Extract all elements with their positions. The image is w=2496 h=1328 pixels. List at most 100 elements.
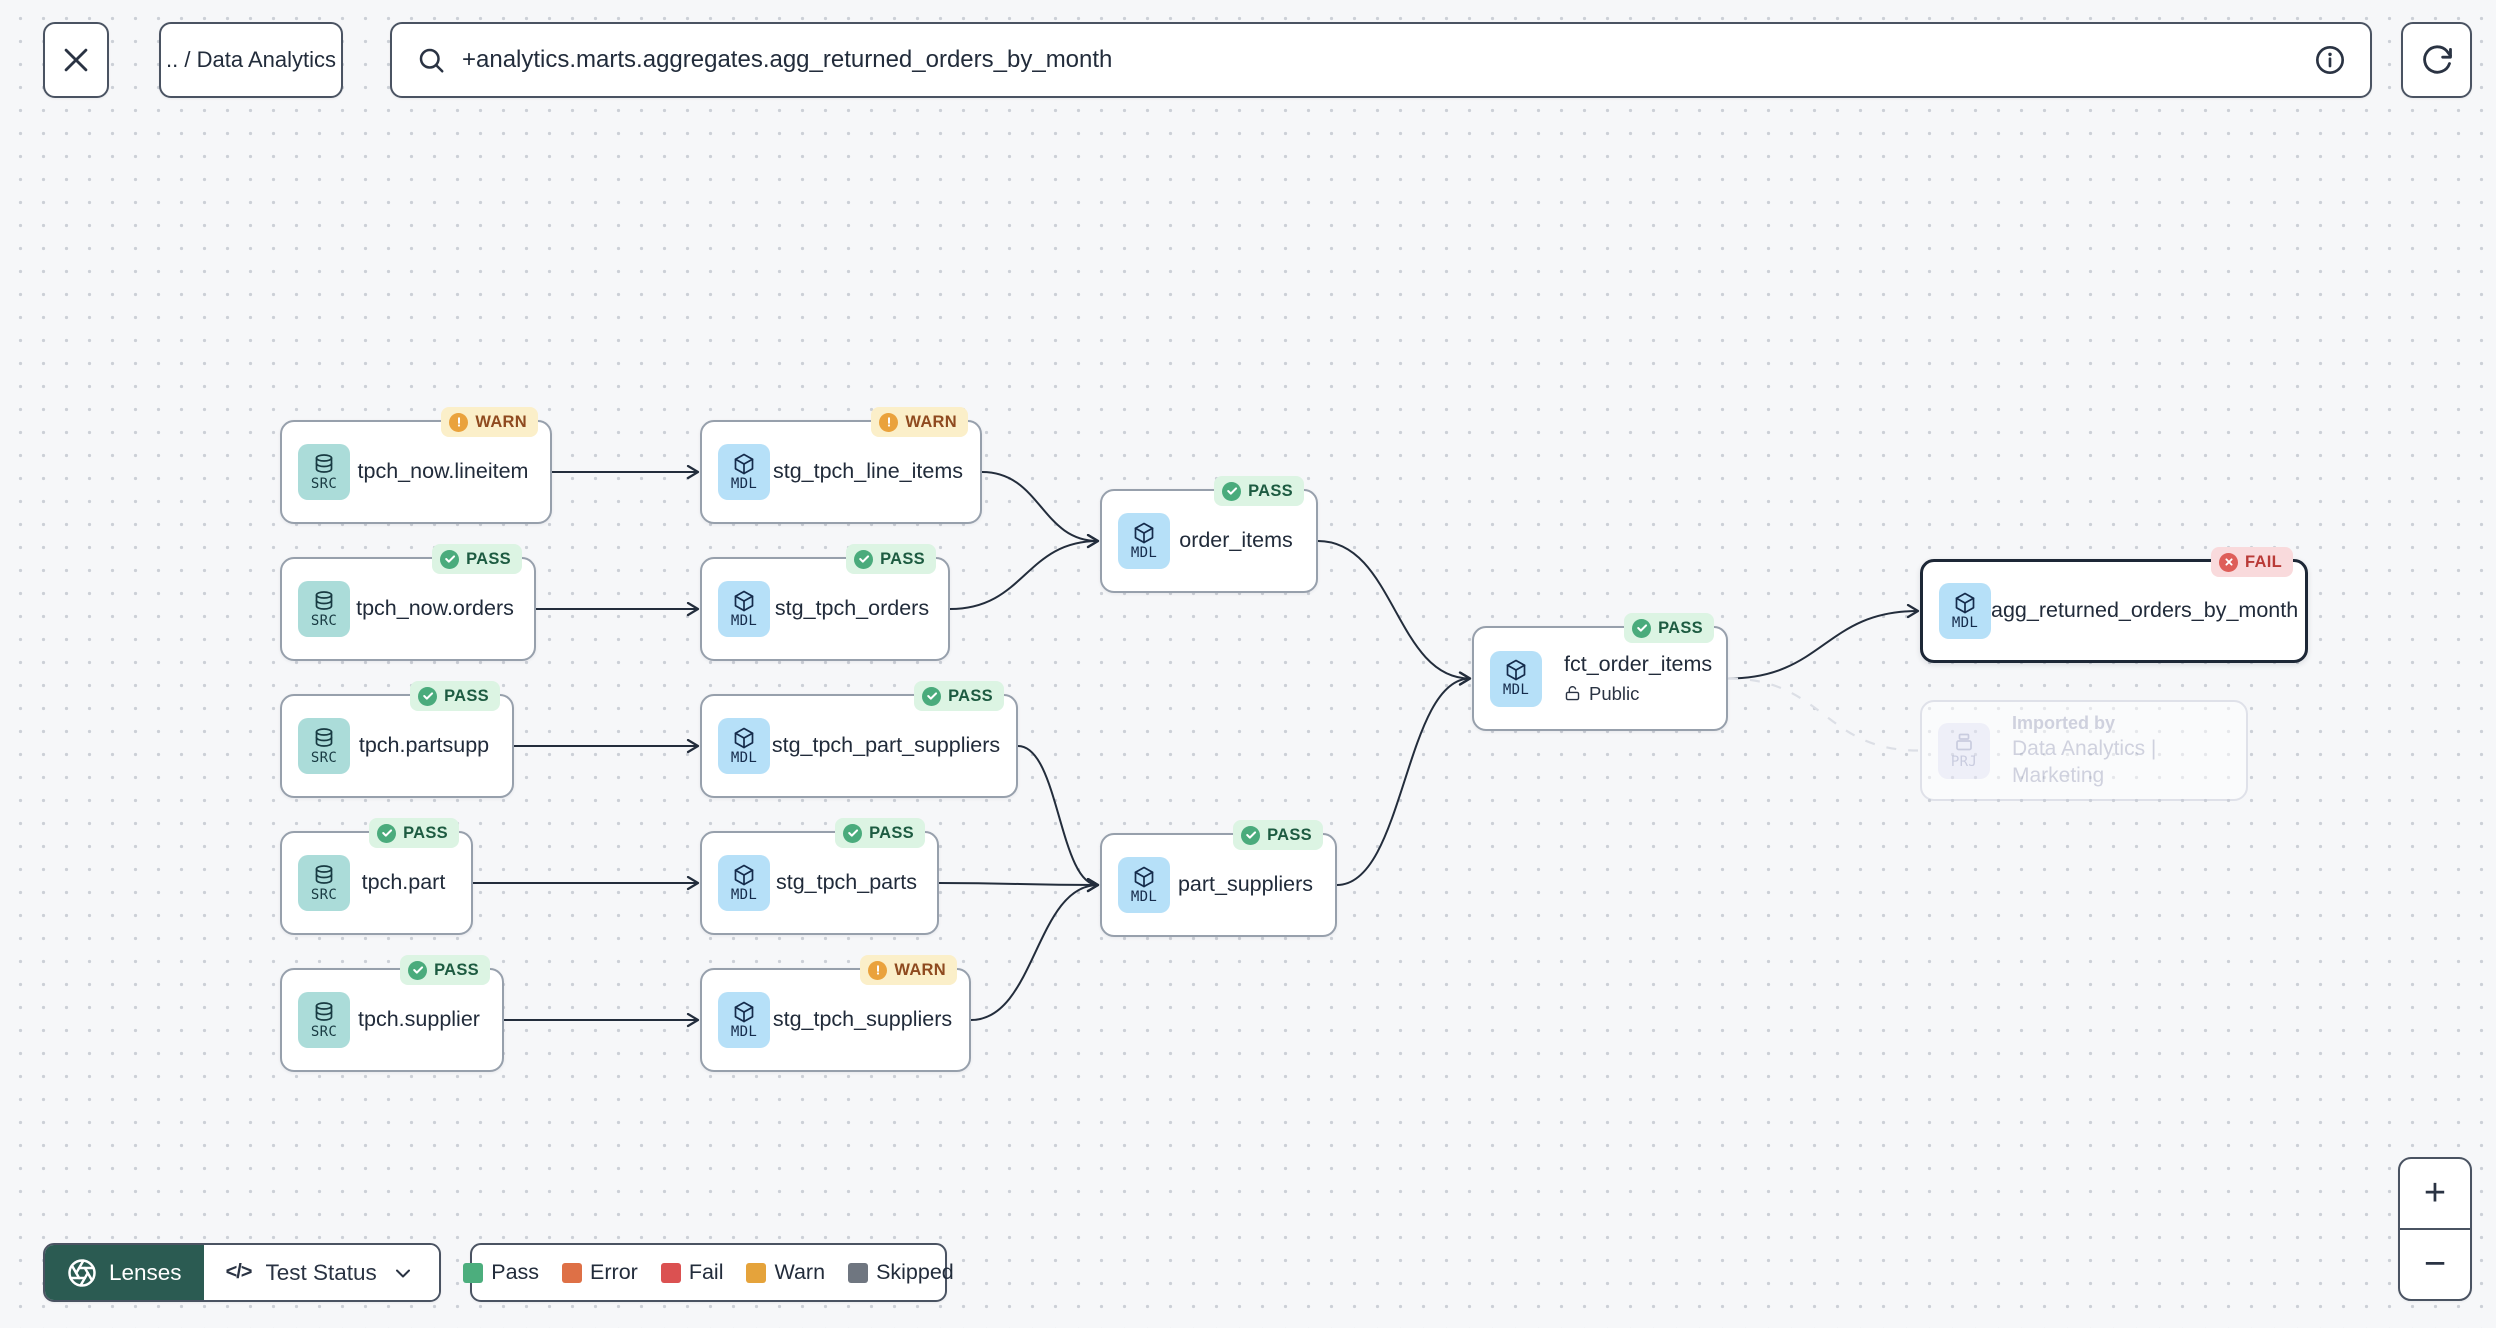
info-icon[interactable] xyxy=(2314,44,2346,76)
lineage-edge xyxy=(970,885,1098,1021)
node-status-badge: PASS xyxy=(432,544,522,574)
lens-selector[interactable]: </> Test Status xyxy=(203,1245,439,1300)
legend-swatch xyxy=(660,1262,681,1283)
search-input[interactable] xyxy=(462,46,2314,74)
node-label: tpch.supplier xyxy=(350,1006,488,1034)
status-badge-label: PASS xyxy=(1267,825,1312,844)
node-status-badge: WARN xyxy=(860,955,957,985)
node-label: stg_tpch_parts xyxy=(770,869,923,897)
legend-item: Skipped xyxy=(848,1260,954,1285)
node-label: tpch.partsupp xyxy=(350,732,498,760)
node-status-badge: PASS xyxy=(1624,613,1714,643)
status-badge-label: WARN xyxy=(475,412,527,431)
lineage-edge xyxy=(1727,611,1918,680)
breadcrumb[interactable]: .. / Data Analytics xyxy=(159,22,343,98)
node-label: stg_tpch_orders xyxy=(770,595,934,623)
node-status-badge: PASS xyxy=(1233,820,1323,850)
code-icon: </> xyxy=(225,1261,253,1283)
zoom-out-button[interactable]: − xyxy=(2400,1230,2470,1299)
pass-status-icon xyxy=(418,686,438,706)
mdl-type-icon: MDL xyxy=(1939,583,1991,639)
src-type-icon: SRC xyxy=(298,718,350,774)
search-bar[interactable] xyxy=(390,22,2372,98)
prj-type-icon: PRJ xyxy=(1938,722,1990,779)
node-status-badge: FAIL xyxy=(2211,547,2293,577)
status-badge-label: PASS xyxy=(869,823,914,842)
mdl-type-icon: MDL xyxy=(718,444,770,500)
legend-swatch xyxy=(746,1262,767,1283)
mdl-type-icon: MDL xyxy=(718,581,770,637)
pass-status-icon xyxy=(1632,618,1652,638)
legend-item: Error xyxy=(562,1260,638,1285)
close-button[interactable] xyxy=(43,22,109,98)
node-title: order_items xyxy=(1179,528,1293,553)
pass-status-icon xyxy=(843,823,863,843)
lens-group: Lenses </> Test Status xyxy=(43,1243,441,1302)
legend-label: Pass xyxy=(491,1260,540,1284)
node-title: stg_tpch_suppliers xyxy=(772,1007,953,1032)
node-title: stg_tpch_line_items xyxy=(772,459,964,484)
lineage-edge xyxy=(949,541,1098,610)
breadcrumb-label: .. / Data Analytics xyxy=(166,47,336,72)
aperture-icon xyxy=(68,1258,96,1287)
legend-label: Fail xyxy=(688,1260,724,1284)
refresh-button[interactable] xyxy=(2401,22,2472,98)
lenses-label: Lenses xyxy=(109,1259,182,1285)
warn-status-icon xyxy=(879,412,899,432)
warn-status-icon xyxy=(449,412,469,432)
src-type-icon: SRC xyxy=(298,444,350,500)
src-type-icon: SRC xyxy=(298,581,350,637)
chevron-down-icon xyxy=(395,1269,410,1277)
fail-status-icon xyxy=(2219,552,2239,572)
close-icon xyxy=(64,48,88,72)
node-title: stg_tpch_parts xyxy=(775,870,918,895)
src-type-icon: SRC xyxy=(298,855,350,911)
lenses-button[interactable]: Lenses xyxy=(45,1245,204,1300)
node-label: part_suppliers xyxy=(1170,871,1321,899)
legend-swatch xyxy=(463,1262,484,1283)
src-type-icon: SRC xyxy=(298,992,350,1048)
node-status-badge: PASS xyxy=(914,681,1004,711)
pass-status-icon xyxy=(922,686,942,706)
node-status-badge: PASS xyxy=(369,818,459,848)
node-label: stg_tpch_part_suppliers xyxy=(770,732,1002,760)
lineage-edge xyxy=(981,471,1098,541)
node-label: stg_tpch_suppliers xyxy=(770,1006,955,1034)
warn-status-icon xyxy=(868,960,888,980)
zoom-in-button[interactable]: + xyxy=(2400,1159,2470,1230)
node-label: tpch_now.orders xyxy=(350,595,520,623)
legend-label: Warn xyxy=(774,1260,826,1284)
graph-node-tpch_supplier[interactable]: PASS SRC tpch.supplier xyxy=(280,955,504,1072)
lineage-edge xyxy=(1317,540,1470,679)
node-status-badge: PASS xyxy=(846,544,936,574)
node-status-badge: PASS xyxy=(835,818,925,848)
legend-panel: Pass Error Fail Warn Skipped xyxy=(463,1243,954,1302)
node-status-badge: PASS xyxy=(400,955,490,985)
legend-swatch xyxy=(562,1262,583,1283)
mdl-type-icon: MDL xyxy=(1490,650,1542,707)
node-access-sublabel: Public xyxy=(1564,682,1712,706)
mdl-type-icon: MDL xyxy=(1118,857,1170,913)
node-label: tpch.part xyxy=(350,869,457,897)
mdl-type-icon: MDL xyxy=(718,855,770,911)
status-badge-label: PASS xyxy=(880,549,925,568)
node-title: tpch.supplier xyxy=(358,1007,480,1032)
node-label: agg_returned_orders_by_month xyxy=(1991,597,2298,625)
legend-item: Pass xyxy=(463,1260,539,1285)
legend-label: Skipped xyxy=(876,1260,954,1284)
